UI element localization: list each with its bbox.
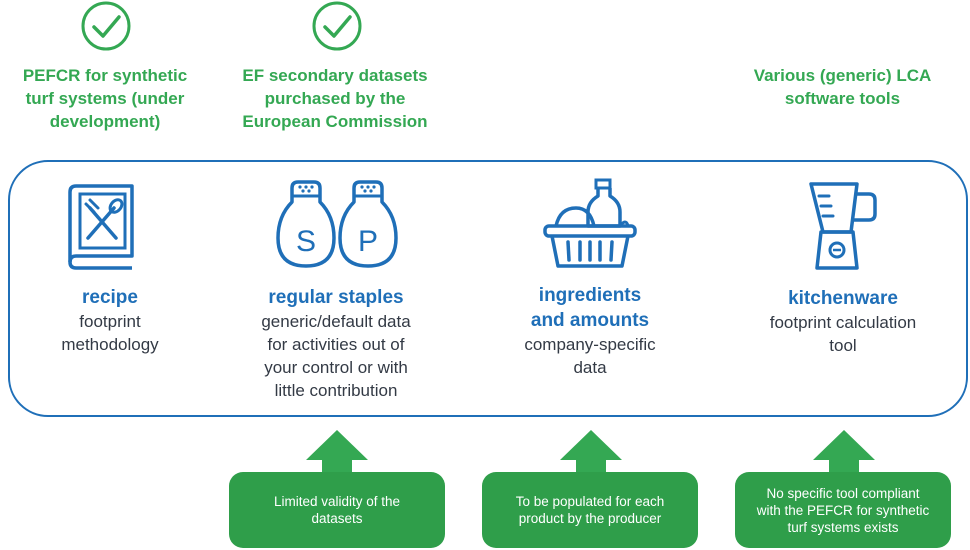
pepper-letter: P bbox=[358, 225, 378, 258]
column-title: kitchenware bbox=[788, 288, 898, 309]
up-arrow-icon bbox=[560, 430, 622, 476]
column-title: recipe bbox=[82, 287, 138, 308]
column-desc: footprint calculation tool bbox=[769, 313, 917, 355]
check-circle-icon bbox=[81, 1, 131, 51]
column-regular-staples: regular staples generic/default data for… bbox=[226, 285, 446, 402]
top-item-lca-tools: Various (generic) LCA software tools bbox=[753, 66, 932, 108]
recipe-book-icon bbox=[68, 184, 134, 270]
column-desc: company-specific data bbox=[524, 335, 656, 377]
top-item-ef-datasets: EF secondary datasets purchased by the E… bbox=[242, 66, 428, 131]
salt-letter: S bbox=[296, 225, 316, 258]
note-populated-by-producer: To be populated for each product by the … bbox=[482, 472, 698, 548]
column-desc: footprint methodology bbox=[61, 312, 159, 354]
check-circle-icon bbox=[312, 1, 362, 51]
column-desc: generic/default data for activities out … bbox=[261, 312, 411, 400]
column-kitchenware: kitchenware footprint calculation tool bbox=[738, 286, 948, 357]
up-arrow-icon bbox=[813, 430, 875, 476]
analogy-container bbox=[8, 160, 968, 417]
grocery-basket-icon bbox=[543, 178, 637, 268]
column-ingredients: ingredients and amounts company-specific… bbox=[490, 283, 690, 379]
top-item-pefcr: PEFCR for synthetic turf systems (under … bbox=[22, 66, 188, 131]
column-recipe: recipe footprint methodology bbox=[20, 285, 200, 356]
note-no-specific-tool: No specific tool compliant with the PEFC… bbox=[735, 472, 951, 548]
column-title: regular staples bbox=[268, 287, 404, 308]
up-arrow-icon bbox=[306, 430, 368, 476]
blender-icon bbox=[809, 182, 877, 270]
note-limited-validity: Limited validity of the datasets bbox=[229, 472, 445, 548]
column-title: ingredients and amounts bbox=[530, 285, 650, 331]
salt-pepper-shakers-icon: S P bbox=[276, 180, 398, 268]
